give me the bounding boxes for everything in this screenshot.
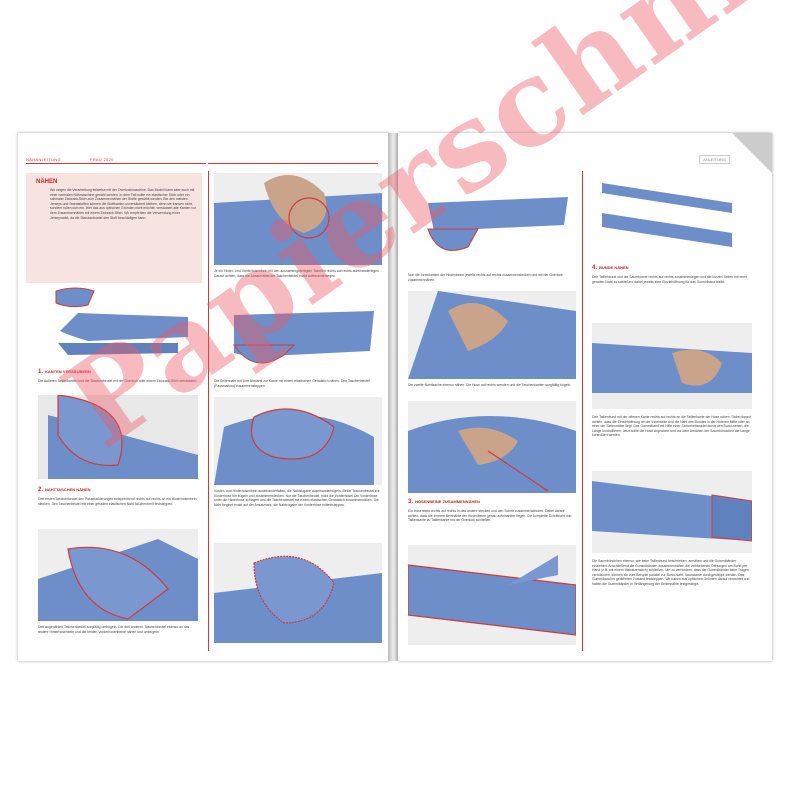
photo-trousers-laid [408,173,576,263]
step4-text: Den Taillenbund und die Saumbunde rechts… [592,275,748,284]
step2-heading: 2.NAHTTASCHEN NÄHEN [38,487,91,493]
step1-heading: 1.KANTEN VERSÄUBERN [38,369,91,375]
photo-crotch-seam [408,401,576,493]
left-column-divider [208,171,209,651]
step4-heading: 4.BUNDE NÄHEN [592,265,629,271]
caption-r4: Die Saumbündchen ebenso, wie beim Taille… [592,559,750,586]
step3-title: HOSENBEINE ZUSAMMENNÄHEN [415,499,480,504]
photo-waistband-pinning [592,323,752,409]
photo-hem-cuff [592,471,752,553]
step2-num: 2. [38,487,44,493]
step4-title: BUNDE NÄHEN [599,265,629,270]
photo-step2 [38,529,198,621]
left-header-rule [26,163,206,164]
step4-num: 4. [592,265,598,271]
caption-l4: Vorder- und Hinterhosenbein auseinanderf… [214,489,380,507]
right-page: ANLEITUNG Nun die Innenkanten der Hosenb… [398,133,772,661]
book-gutter [388,133,400,661]
caption-r1: Nun die Innenkanten der Hosenbeine jewei… [408,273,563,282]
photo-pattern-pieces [38,283,198,361]
right-column-divider [582,171,583,651]
right-header-tab: ANLEITUNG [699,155,730,164]
photo-side-seam [214,295,382,375]
naehen-text: Wir zeigen die Verarbeitung teilweise mi… [50,188,197,220]
step3-num: 3. [408,499,414,505]
step3-heading: 3.HOSENBEINE ZUSAMMENNÄHEN [408,499,480,505]
left-page: NÄHANLEITUNG FRAU 2020 NÄHEN Wir zeigen … [18,133,390,661]
step3-text: Ein Hosenbein rechts auf rechts in das a… [408,509,572,523]
step2-text: Den ersten Taschenbeutel den Passmarkier… [38,497,197,506]
left-header-issue: FRAU 2020 [90,157,114,162]
step1-text: Die äußeren Seitenkanten und die Taschen… [38,379,198,383]
photo-inner-seam [408,291,576,379]
naehen-box: NÄHEN Wir zeigen die Verarbeitung teilwe… [26,173,202,283]
caption-r3: Den Taillenbund mit der offenen Kante re… [592,415,751,438]
caption-r2: Die zweite Nahttasche ebenso nähen. Die … [408,383,572,387]
photo-hands-pocket [214,173,382,265]
step2-title: NAHTTASCHEN NÄHEN [45,487,91,492]
left-header-section: NÄHANLEITUNG [26,157,61,162]
caption-l2: Je ein Hinter- und Vorderhosenbein mit d… [214,269,380,278]
step1-num: 1. [38,369,44,375]
photo-pocket-stitched [214,543,382,643]
caption-l3: Die Seitennaht mit 1cm Abstand zur Kante… [214,379,370,388]
step1-title: KANTEN VERSÄUBERN [45,369,91,374]
photo-pocket-bag [214,397,382,485]
caption-l1: Den angenähten Taschenbeutel sorgfältig … [38,625,190,634]
photo-step1 [38,395,198,479]
photo-joined-legs [408,545,576,645]
naehen-title: NÄHEN [36,179,58,185]
page-curl-icon [732,133,772,173]
left-header-rule-2 [208,163,378,164]
photo-waistbands [592,173,742,259]
